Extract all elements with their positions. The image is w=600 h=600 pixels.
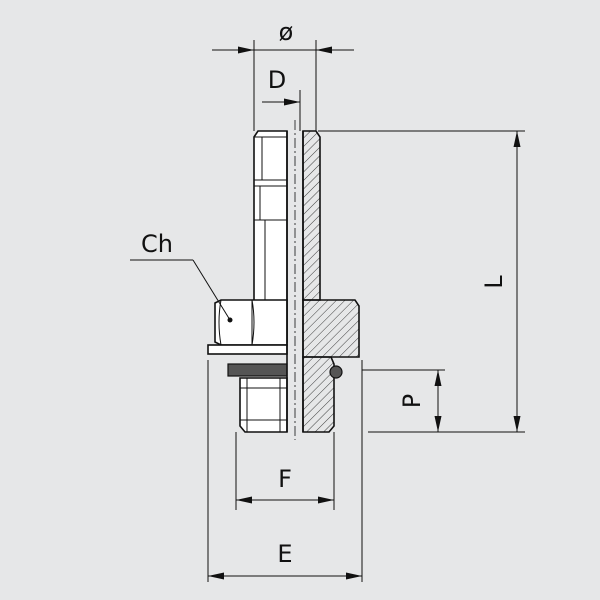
fitting-body bbox=[207, 120, 360, 440]
section-half bbox=[286, 120, 360, 440]
dimension-diameter: ø bbox=[212, 18, 354, 131]
o-ring bbox=[329, 365, 343, 379]
p-label: P bbox=[398, 394, 426, 408]
d-label: D bbox=[268, 66, 286, 94]
l-label: L bbox=[480, 275, 508, 289]
e-label: E bbox=[277, 540, 292, 568]
dimension-p: P bbox=[362, 369, 445, 432]
dimension-f: F bbox=[235, 432, 335, 510]
dimension-e: E bbox=[207, 360, 363, 582]
f-label: F bbox=[278, 465, 292, 493]
diameter-label: ø bbox=[279, 18, 294, 46]
exterior-half bbox=[207, 130, 288, 433]
dimension-l: L bbox=[318, 130, 525, 433]
dimension-ch: Ch bbox=[130, 230, 233, 323]
dimension-d: D bbox=[262, 66, 301, 131]
ch-label: Ch bbox=[141, 230, 173, 258]
